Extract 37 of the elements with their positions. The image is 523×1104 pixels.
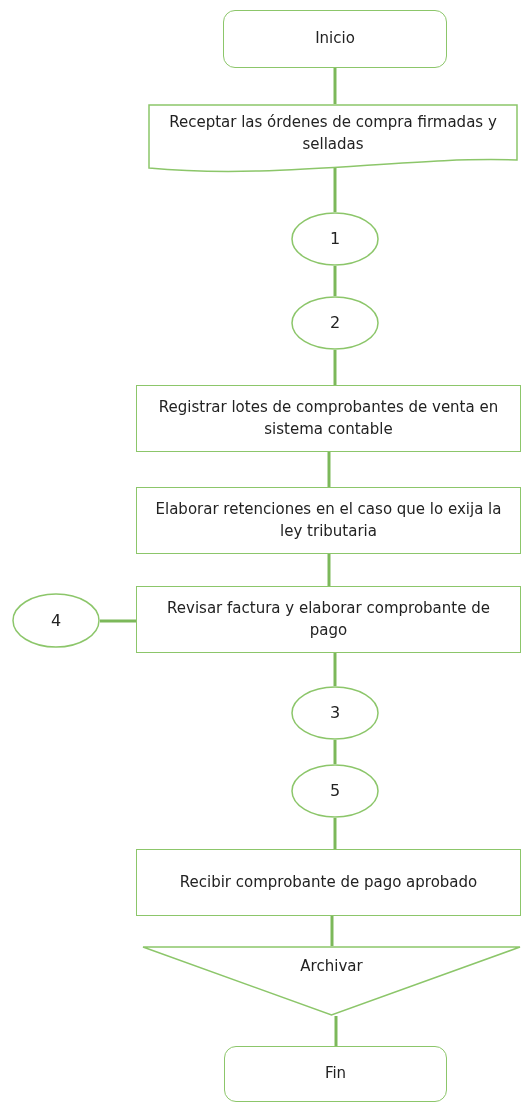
step-label: Recibir comprobante de pago aprobado xyxy=(179,871,478,893)
connector-line xyxy=(333,653,337,686)
step-label: Receptar las órdenes de compra firmadas y selladas xyxy=(168,112,498,155)
connector-line xyxy=(333,168,337,212)
connector-circle xyxy=(291,764,379,818)
connector-line xyxy=(334,1016,338,1046)
process-box xyxy=(136,849,521,916)
connector-line xyxy=(333,266,337,296)
connector-number: 5 xyxy=(329,780,341,803)
connector-number: 1 xyxy=(329,228,341,251)
process-box xyxy=(136,487,521,554)
connector-line xyxy=(333,818,337,849)
step-label: Archivar xyxy=(300,956,363,977)
start-terminal xyxy=(223,10,447,68)
connector-line xyxy=(100,619,136,623)
process-box xyxy=(136,385,521,452)
connector-line xyxy=(333,68,337,104)
connector-circle xyxy=(291,212,379,266)
step-label: Elaborar retenciones en el caso que lo exija la ley tributaria xyxy=(154,498,503,542)
connector-number: 2 xyxy=(329,312,341,335)
connector-number: 4 xyxy=(50,609,62,632)
connector-circle xyxy=(291,296,379,350)
connector-line xyxy=(327,554,331,586)
archive-triangle xyxy=(142,946,521,1016)
end-terminal xyxy=(224,1046,447,1102)
step-label: Inicio xyxy=(315,28,355,50)
connector-line xyxy=(333,740,337,764)
connector-circle xyxy=(291,686,379,740)
process-box xyxy=(136,586,521,653)
step-label: Registrar lotes de comprobantes de venta en sistema contable xyxy=(157,396,500,440)
step-label: Revisar factura y elaborar comprobante de pago xyxy=(166,597,491,641)
step-label: Fin xyxy=(324,1063,347,1085)
connector-line xyxy=(333,350,337,385)
connector-number: 3 xyxy=(329,702,341,725)
connector-line xyxy=(330,916,334,946)
connector-circle xyxy=(12,593,100,648)
connector-line xyxy=(327,452,331,487)
